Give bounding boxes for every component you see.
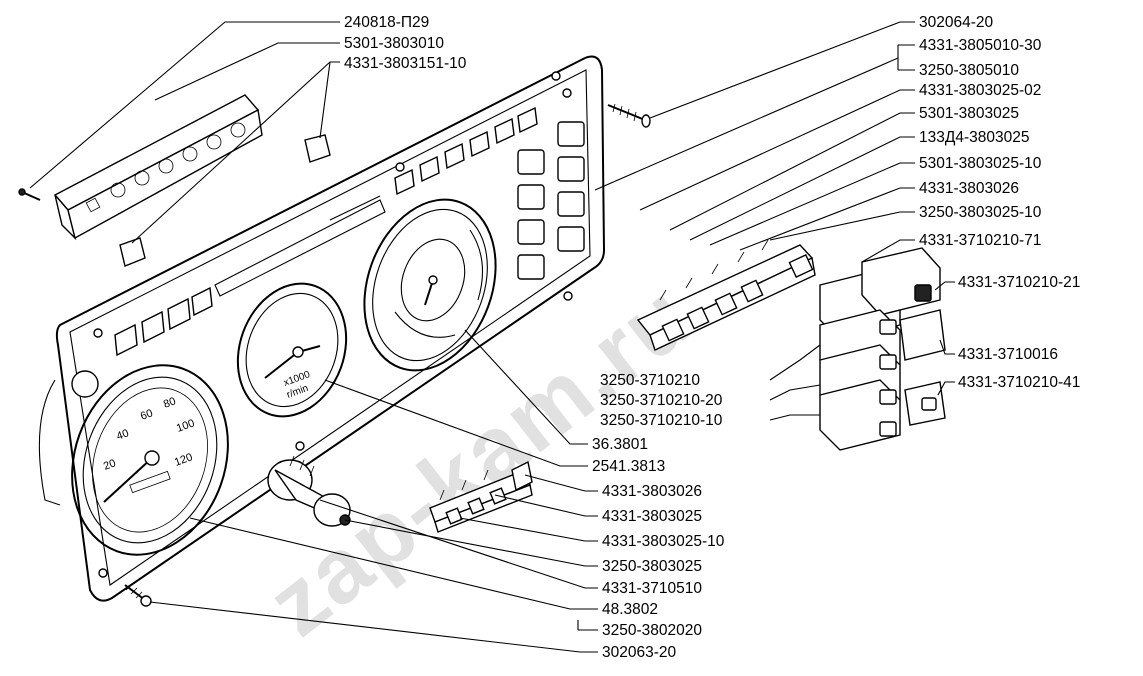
label-4331-3805010-30: 4331-3805010-30	[919, 37, 1042, 54]
label-4331-3803025-10: 4331-3803025-10	[602, 533, 725, 550]
label-3250-3803025: 3250-3803025	[602, 558, 702, 575]
label-4331-3803026-bottom: 4331-3803026	[602, 483, 702, 500]
label-3250-3805010: 3250-3805010	[919, 62, 1019, 79]
switch-strip-upper	[636, 239, 816, 351]
svg-text:20: 20	[102, 457, 118, 472]
middle-gauge: x1000 r/min	[236, 282, 348, 418]
label-3250-3803025-10: 3250-3803025-10	[919, 204, 1042, 221]
rocker-switch-block	[819, 247, 946, 451]
label-5301-3803025: 5301-3803025	[919, 105, 1019, 122]
label-36-3801: 36.3801	[592, 436, 648, 453]
label-5301-3803025-10: 5301-3803025-10	[919, 155, 1042, 172]
label-48-3802: 48.3802	[602, 601, 658, 618]
screw-302063-20	[124, 583, 152, 607]
panel-indicator-row	[114, 106, 538, 357]
label-302064-20: 302064-20	[919, 14, 994, 31]
label-240818-p29: 240818-П29	[344, 14, 429, 31]
panel-switch-grid	[517, 121, 585, 280]
screw-302064-20	[607, 103, 651, 128]
label-4331-3803151-10: 4331-3803151-10	[344, 55, 467, 72]
cigarette-lighter	[267, 455, 351, 527]
svg-text:60: 60	[139, 407, 155, 422]
svg-text:40: 40	[115, 427, 131, 442]
label-133d4-3803025: 133Д4-3803025	[919, 129, 1029, 146]
label-5301-3803010: 5301-3803010	[344, 35, 444, 52]
label-4331-3710210-21: 4331-3710210-21	[958, 274, 1080, 291]
svg-text:120: 120	[173, 451, 194, 469]
speedometer: 40 60 80 100 120 20	[71, 364, 229, 556]
label-4331-3710210-41: 4331-3710210-41	[958, 374, 1080, 391]
label-4331-3803025-02: 4331-3803025-02	[919, 82, 1041, 99]
label-3250-3710210: 3250-3710210	[600, 372, 700, 389]
indicator-block-5301-3803010	[53, 94, 263, 241]
label-3250-3710210-10: 3250-3710210-10	[600, 412, 723, 429]
relay-4331-3803151-10	[119, 134, 331, 267]
screw-240818	[18, 188, 41, 201]
label-4331-3710210-71: 4331-3710210-71	[919, 232, 1041, 249]
instrument-panel	[38, 55, 606, 602]
label-4331-3803025: 4331-3803025	[602, 508, 702, 525]
label-4331-3710016: 4331-3710016	[958, 346, 1058, 363]
label-302063-20: 302063-20	[602, 644, 677, 661]
label-2541-3813: 2541.3813	[592, 458, 665, 475]
label-4331-3710510: 4331-3710510	[602, 580, 702, 597]
svg-text:80: 80	[162, 395, 178, 410]
label-3250-3710210-20: 3250-3710210-20	[600, 392, 723, 409]
right-gauge-cluster	[363, 198, 497, 372]
svg-text:100: 100	[175, 417, 196, 435]
leader-lines	[29, 21, 955, 653]
label-4331-3803026-top: 4331-3803026	[919, 180, 1019, 197]
part-labels: 240818-П29 5301-3803010 4331-3803151-10 …	[344, 14, 1080, 661]
label-3250-3802020: 3250-3802020	[602, 622, 702, 639]
